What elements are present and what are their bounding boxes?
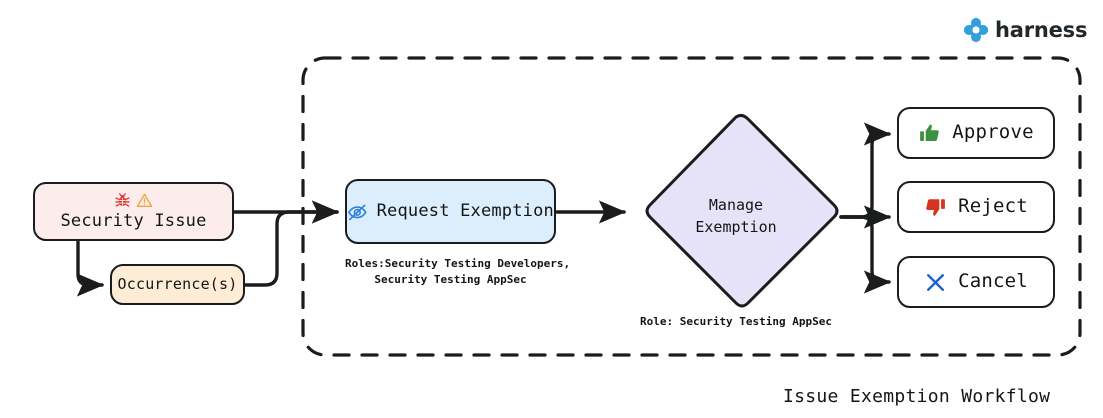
security-issue-icon-row xyxy=(114,192,153,209)
edge-manage-exemption-to-approve xyxy=(839,122,892,219)
brand-name: harness xyxy=(995,17,1088,42)
edge-security-issue-to-occurrences xyxy=(76,240,105,297)
node-occurrences-label: Occurrence(s) xyxy=(117,274,238,293)
warning-triangle-icon xyxy=(136,193,153,207)
node-manage-exemption-label-line2: Exemption xyxy=(695,218,777,236)
node-manage-exemption-shape xyxy=(645,113,839,308)
caption-roles-request-exemption: Roles:Security Testing Developers, Secur… xyxy=(345,257,571,286)
node-reject-label: Reject xyxy=(958,195,1028,218)
node-security-issue[interactable]: Security Issue xyxy=(33,182,234,241)
harness-brand-logo: harness xyxy=(963,17,1087,43)
node-manage-exemption[interactable]: Manage Exemption xyxy=(632,113,840,321)
node-approve-label: Approve xyxy=(952,121,1034,144)
node-cancel-label: Cancel xyxy=(958,270,1028,293)
node-occurrences[interactable]: Occurrence(s) xyxy=(110,264,245,305)
node-manage-exemption-text: Manage Exemption xyxy=(632,113,840,321)
node-request-exemption-label: Request Exemption xyxy=(376,200,554,221)
eye-off-icon xyxy=(348,203,367,220)
edge-occurrences-to-request-exemption xyxy=(243,200,340,287)
exemption-workflow-boundary xyxy=(301,56,1082,357)
node-approve[interactable]: Approve xyxy=(897,107,1055,159)
bug-icon xyxy=(115,192,130,207)
node-cancel[interactable]: Cancel xyxy=(897,256,1055,308)
node-security-issue-label: Security Issue xyxy=(60,210,207,231)
edge-manage-exemption-to-cancel xyxy=(839,215,892,294)
node-manage-exemption-label-line1: Manage xyxy=(708,196,764,215)
close-x-icon xyxy=(927,273,945,291)
node-reject[interactable]: Reject xyxy=(897,181,1055,233)
caption-role-manage-exemption: Role: Security Testing AppSec xyxy=(639,315,833,328)
thumbs-up-icon xyxy=(920,123,940,141)
harness-clover-logo-icon xyxy=(963,17,989,43)
node-request-exemption[interactable]: Request Exemption xyxy=(345,179,556,244)
thumbs-down-icon xyxy=(926,198,945,216)
diagram-title: Issue Exemption Workflow xyxy=(783,386,1051,407)
